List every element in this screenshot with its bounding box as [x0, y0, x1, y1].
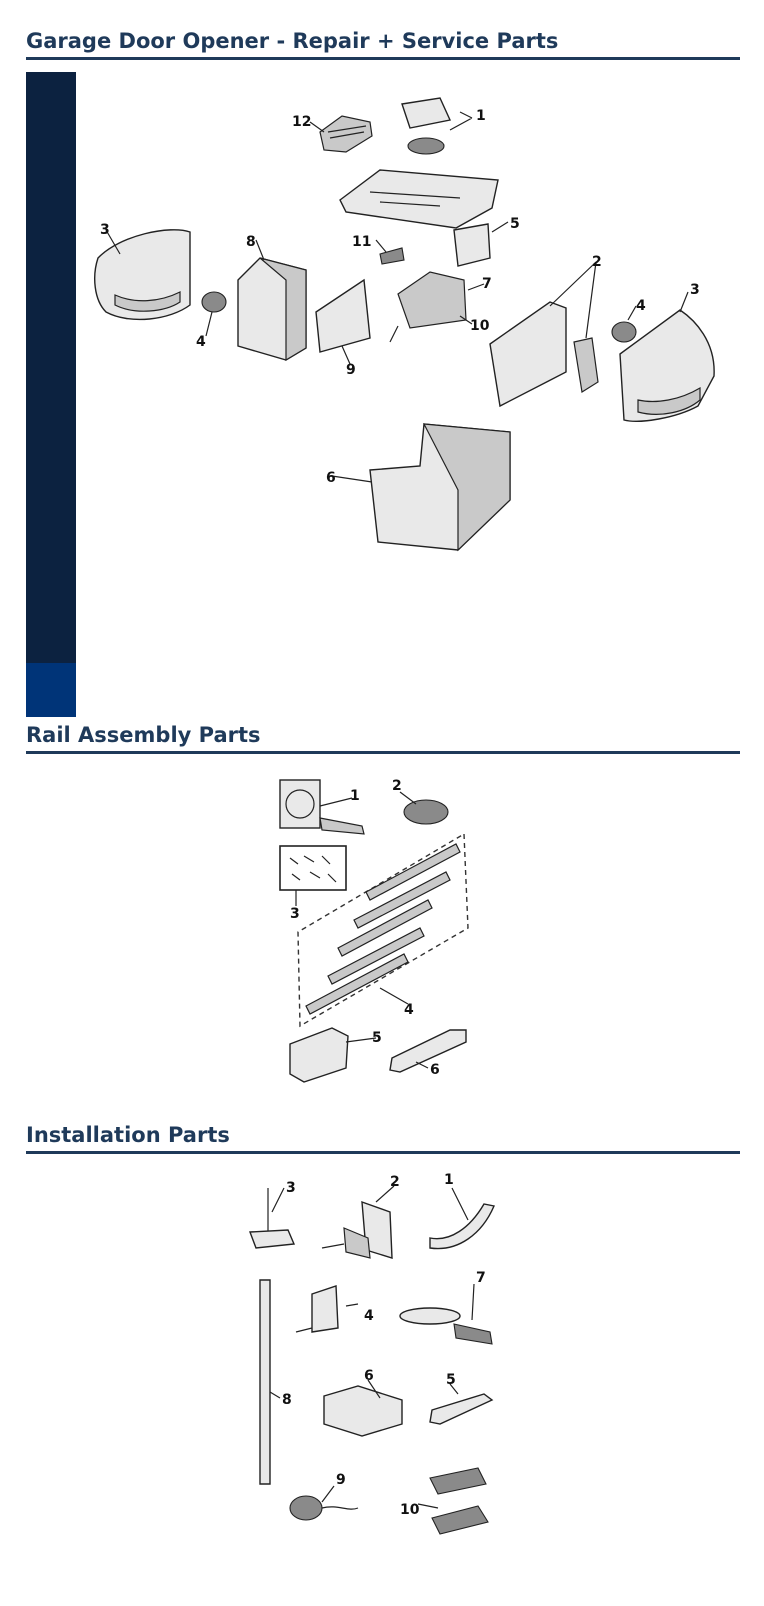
part-light-lens	[319, 115, 373, 153]
part-chassis-plate	[339, 169, 499, 229]
rail-assembly-diagram: 1 2 3 4 5 6	[279, 778, 469, 1083]
part-remote-control	[429, 1467, 489, 1535]
part-bell-wire	[289, 1495, 359, 1521]
label-install-3: 3	[286, 1180, 296, 1196]
part-motor-housing	[237, 257, 307, 362]
part-limit-assembly	[397, 271, 467, 329]
section-title-rail: Rail Assembly Parts	[26, 722, 740, 754]
label-install-8: 8	[282, 1392, 292, 1408]
part-rail-bracket	[489, 301, 599, 408]
sidebar-active-item[interactable]	[26, 663, 76, 717]
label-install-5: 5	[446, 1372, 456, 1388]
label-rail-1: 1	[350, 788, 360, 804]
label-install-6: 6	[364, 1368, 374, 1384]
label-opener-1: 1	[476, 108, 486, 124]
label-install-4: 4	[364, 1308, 374, 1324]
part-idler-pulley	[403, 799, 449, 825]
part-hardware-kit	[279, 845, 347, 891]
part-header-bracket	[279, 779, 365, 835]
label-opener-2: 2	[592, 254, 602, 270]
part-straight-arm	[259, 1279, 271, 1485]
label-install-10: 10	[400, 1502, 420, 1518]
label-rail-5: 5	[372, 1030, 382, 1046]
part-sensor	[379, 247, 405, 265]
label-opener-3a: 3	[100, 222, 110, 238]
label-opener-3b: 3	[690, 282, 700, 298]
label-opener-10: 10	[470, 318, 490, 334]
label-opener-4b: 4	[636, 298, 646, 314]
part-logic-board	[315, 278, 371, 353]
part-drive-gear	[401, 97, 452, 155]
section-title-opener: Garage Door Opener - Repair + Service Pa…	[26, 28, 740, 60]
opener-exploded-diagram: 1 12 3 8 11 5 2 7 10 4 3 4 9 6	[94, 97, 715, 552]
label-rail-4: 4	[404, 1002, 414, 1018]
label-opener-12: 12	[292, 114, 311, 130]
label-opener-4a: 4	[196, 334, 206, 350]
part-light-socket-left	[201, 291, 227, 313]
part-door-bracket	[321, 1200, 393, 1259]
part-end-cover-left	[94, 229, 191, 321]
sidebar-nav[interactable]	[26, 72, 76, 717]
label-opener-6: 6	[326, 470, 336, 486]
label-install-1: 1	[444, 1172, 454, 1188]
part-motor-cover	[369, 423, 511, 552]
part-safety-sensors	[399, 1307, 493, 1345]
installation-parts-diagram: 3 2 1 7 4 8 6 5 9 10	[249, 1172, 495, 1535]
label-opener-9: 9	[346, 362, 356, 378]
part-header-mount	[295, 1285, 339, 1333]
label-install-7: 7	[476, 1270, 486, 1286]
part-light-socket-right	[611, 321, 637, 343]
part-sensor-bracket	[323, 1385, 403, 1437]
label-install-2: 2	[390, 1174, 400, 1190]
label-opener-7: 7	[482, 276, 492, 292]
label-opener-5: 5	[510, 216, 520, 232]
part-trolley-bracket	[389, 1029, 467, 1073]
label-rail-6: 6	[430, 1062, 440, 1078]
label-opener-11: 11	[352, 234, 371, 250]
part-trolley	[289, 1027, 349, 1083]
part-emergency-handle	[249, 1188, 296, 1249]
section-title-install: Installation Parts	[26, 1122, 740, 1154]
part-bracket-5	[453, 223, 491, 267]
label-rail-3: 3	[290, 906, 300, 922]
part-end-cover-right	[619, 309, 715, 422]
label-rail-2: 2	[392, 778, 402, 794]
label-opener-8: 8	[246, 234, 256, 250]
part-door-wedge	[429, 1393, 494, 1425]
part-rail-sections	[297, 832, 469, 1028]
part-curved-arm	[429, 1203, 495, 1250]
label-install-9: 9	[336, 1472, 346, 1488]
